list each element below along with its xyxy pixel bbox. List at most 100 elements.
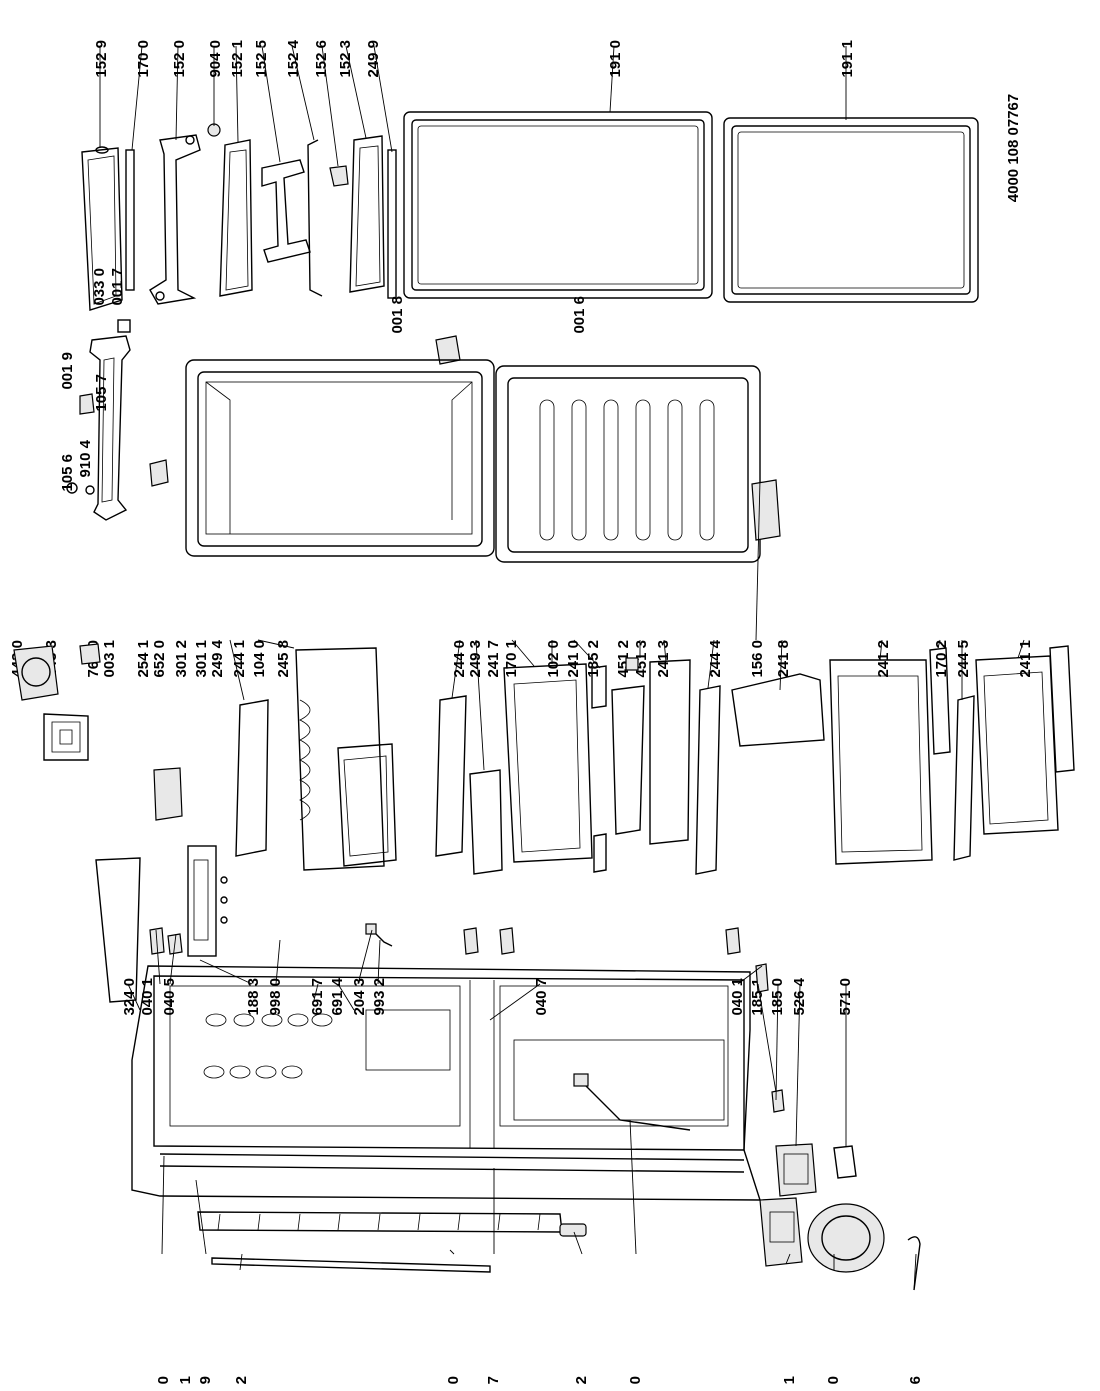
part-label: 691 7	[309, 978, 326, 1016]
door-balcony-large	[503, 663, 593, 863]
top-profile	[219, 139, 253, 297]
side-hinge	[755, 963, 785, 1113]
clip-part	[329, 165, 349, 187]
part-label: 003 1	[101, 640, 118, 678]
part-label: 152 6	[313, 40, 330, 78]
freezer-door	[495, 365, 761, 563]
part-label: 104 0	[251, 640, 268, 678]
mid-glass-shelf	[435, 695, 467, 857]
small-bracket	[149, 459, 169, 487]
handle-cover-part	[81, 146, 123, 311]
part-label: 781 2	[233, 1376, 250, 1386]
top-glass-shelf	[235, 699, 269, 857]
part-label: 998 0	[267, 978, 284, 1016]
part-label: 191 0	[607, 40, 624, 78]
part-label: 904 0	[207, 40, 224, 78]
freezer-drawer-upper	[829, 659, 933, 865]
part-label: 652 0	[151, 640, 168, 678]
part-label: 783 6	[907, 1376, 924, 1386]
freezer-bottom-shelf	[953, 695, 975, 861]
drain-tube	[211, 1257, 491, 1273]
bottle-rack	[295, 647, 385, 871]
part-label: 102 0	[545, 640, 562, 678]
part-label: 152 5	[253, 40, 270, 78]
part-label: 040 7	[533, 978, 550, 1016]
control-module	[775, 1143, 817, 1197]
refrigerator-cabinet	[131, 965, 761, 1201]
bottom-hinge	[751, 479, 781, 541]
part-label: 241 8	[775, 640, 792, 678]
part-label: 691 9	[197, 1376, 214, 1386]
part-label: 001 7	[109, 268, 126, 306]
freezer-glass-shelf	[695, 685, 721, 875]
part-label: 152 1	[229, 40, 246, 78]
fan-assembly	[13, 645, 59, 701]
drawer-strip-lower	[1049, 645, 1075, 773]
part-label: 249 9	[365, 40, 382, 78]
side-rail	[591, 665, 607, 873]
freezer-door-gasket	[723, 117, 979, 303]
part-label: 244 4	[707, 639, 724, 677]
hinge-clips	[149, 927, 741, 955]
part-label: 490 0	[627, 1376, 644, 1386]
gasket-strip	[387, 149, 397, 299]
part-label: 993 2	[371, 978, 388, 1016]
power-cord	[573, 1073, 691, 1131]
clip-wire	[907, 1236, 921, 1291]
part-label: 105 7	[93, 374, 110, 412]
wire-rod	[307, 139, 323, 297]
handle-frame	[149, 134, 201, 305]
part-label: 185 2	[585, 640, 602, 678]
fridge-door	[185, 359, 495, 557]
middle-drawer	[337, 743, 397, 867]
part-label: 254 1	[135, 640, 152, 678]
part-label: 204 3	[351, 978, 368, 1016]
part-label: 191 1	[839, 40, 856, 78]
part-label: 188 3	[245, 978, 262, 1016]
part-label: 152 3	[337, 40, 354, 78]
part-label: 244 5	[955, 640, 972, 678]
part-label: 152 0	[171, 40, 188, 78]
lamp-unit	[153, 767, 183, 821]
part-label: 105 6	[59, 454, 76, 492]
dairy-box	[469, 769, 503, 875]
part-label: 244 0	[451, 640, 468, 678]
part-label: 571 0	[837, 978, 854, 1016]
part-label: 001 9	[59, 352, 76, 390]
part-label: 691 4	[329, 977, 346, 1015]
bottom-profile	[349, 135, 385, 293]
compressor	[807, 1203, 885, 1273]
part-label: 001 8	[389, 296, 406, 334]
trim-strip	[125, 149, 135, 291]
sensor-block	[79, 643, 101, 665]
part-label: 249 4	[209, 639, 226, 677]
part-label: 156 0	[749, 640, 766, 678]
fridge-door-gasket	[403, 111, 713, 299]
door-bracket	[261, 159, 311, 263]
part-label: 152 4	[285, 39, 302, 77]
part-label: 521 1	[177, 1376, 194, 1386]
part-label: 910 4	[77, 439, 94, 477]
part-label: 249 3	[467, 640, 484, 678]
small-knob	[625, 657, 639, 671]
top-hinge-plate	[89, 319, 131, 521]
control-panel	[187, 845, 228, 957]
part-label: 241 2	[875, 640, 892, 678]
part-label: 301 2	[173, 640, 190, 678]
filter-panel	[611, 685, 645, 835]
part-label: 241 1	[1017, 640, 1034, 678]
drawer-strip-upper	[929, 647, 951, 755]
part-label: 170 0	[135, 40, 152, 78]
part-label: 244 1	[231, 640, 248, 678]
part-label: 033 0	[91, 268, 108, 306]
part-label: 245 8	[275, 640, 292, 678]
document-id: 4000 108 07767	[1005, 94, 1022, 202]
freezer-drawer-lower	[975, 655, 1059, 835]
leader-lines	[99, 45, 1025, 1291]
part-label: 040 5	[161, 978, 178, 1016]
part-label: 740 0	[445, 1376, 462, 1386]
fan-grille	[43, 713, 89, 761]
